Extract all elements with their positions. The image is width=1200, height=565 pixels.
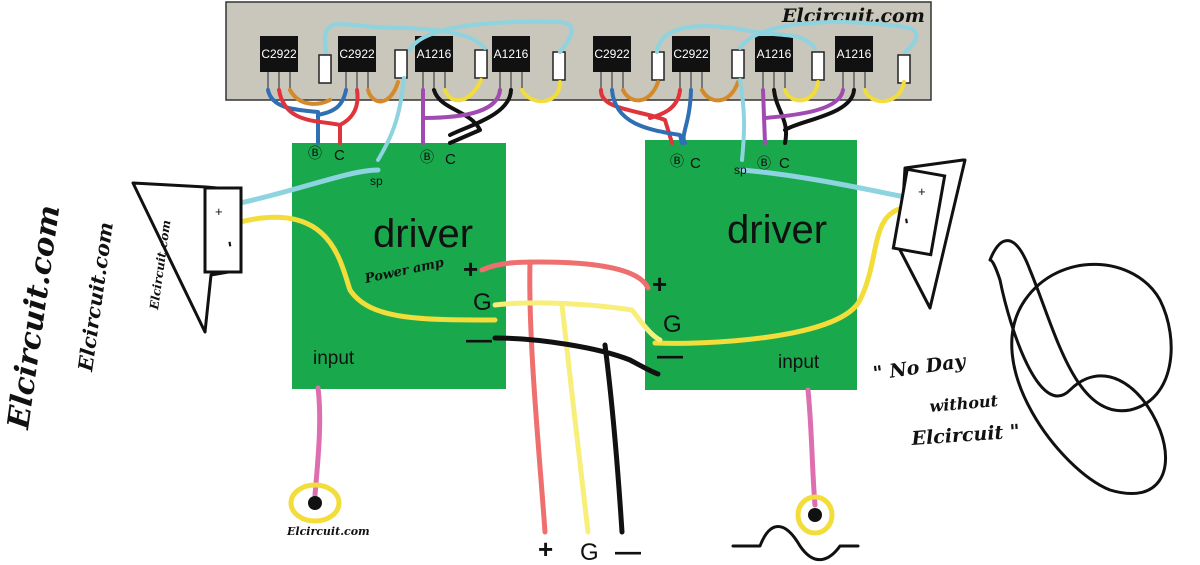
svg-text:C2922: C2922: [594, 47, 630, 61]
left-input-jack: [288, 482, 342, 524]
right-speaker-plus: +: [918, 184, 926, 199]
left-pin-sp: sp: [370, 174, 383, 188]
right-speaker-minus: -: [897, 216, 918, 225]
transistor-4: A1216: [492, 36, 530, 90]
right-pin-b2: Ⓑ: [757, 155, 771, 171]
right-pin-c: C: [690, 155, 701, 172]
transistor-3: A1216: [415, 36, 453, 90]
left-driver-title: driver: [373, 212, 473, 256]
svg-text:A1216: A1216: [494, 47, 529, 61]
watermark-small: Elcircuit.com: [147, 219, 174, 311]
right-minus: —: [657, 340, 683, 370]
board-wires: [266, 19, 919, 162]
left-pin-c2: C: [445, 151, 456, 168]
svg-text:A1216: A1216: [837, 47, 872, 61]
quote-line-3: Elcircuit ": [910, 420, 1021, 450]
right-input-label: input: [778, 352, 820, 373]
supply-plus: +: [538, 534, 553, 564]
left-speaker-plus: +: [215, 204, 223, 219]
right-input-jack: [795, 494, 835, 536]
left-driver-board: [292, 143, 506, 389]
right-pin-c2: C: [779, 155, 790, 172]
svg-text:A1216: A1216: [417, 47, 452, 61]
right-pin-b: Ⓑ: [670, 153, 684, 169]
input-wires: [312, 385, 818, 508]
left-pin-b: Ⓑ: [308, 145, 322, 161]
watermark-large: Elcircuit.com: [1, 203, 67, 432]
transistor-2: C2922: [338, 36, 376, 90]
decorative-squiggle: [988, 239, 1173, 496]
svg-text:C2922: C2922: [261, 47, 297, 61]
svg-text:A1216: A1216: [757, 47, 792, 61]
watermark-medium: Elcircuit.com: [73, 220, 118, 373]
left-speaker-minus: -: [221, 239, 242, 248]
left-minus: —: [466, 324, 492, 354]
quote-line-1: " No Day: [872, 350, 969, 385]
left-plus: +: [463, 254, 478, 284]
left-pin-c: C: [334, 147, 345, 164]
left-ground: G: [473, 289, 492, 316]
left-speaker: + -: [131, 181, 243, 334]
supply-minus: —: [615, 536, 641, 565]
right-speaker: + -: [891, 158, 967, 310]
quote-line-2: without: [929, 391, 1000, 416]
svg-text:C2922: C2922: [339, 47, 375, 61]
supply-ground: G: [580, 539, 599, 565]
transistor-5: C2922: [593, 36, 631, 90]
left-pin-b2: Ⓑ: [420, 149, 434, 165]
transistor-1: C2922: [260, 36, 298, 90]
transistor-7: A1216: [755, 36, 793, 90]
resistors: [318, 49, 911, 84]
transistor-8: A1216: [835, 36, 873, 90]
power-wires: [479, 259, 663, 535]
right-driver-title: driver: [727, 208, 827, 252]
transistor-6: C2922: [672, 36, 710, 90]
right-plus: +: [652, 269, 667, 299]
right-pin-sp: sp: [734, 163, 747, 177]
svg-text:C2922: C2922: [673, 47, 709, 61]
right-ground: G: [663, 311, 682, 338]
speaker-wires: [237, 167, 906, 346]
watermark-bottom: Elcircuit.com: [286, 525, 370, 538]
sine-wave-icon: [731, 525, 860, 561]
left-input-label: input: [313, 348, 355, 369]
